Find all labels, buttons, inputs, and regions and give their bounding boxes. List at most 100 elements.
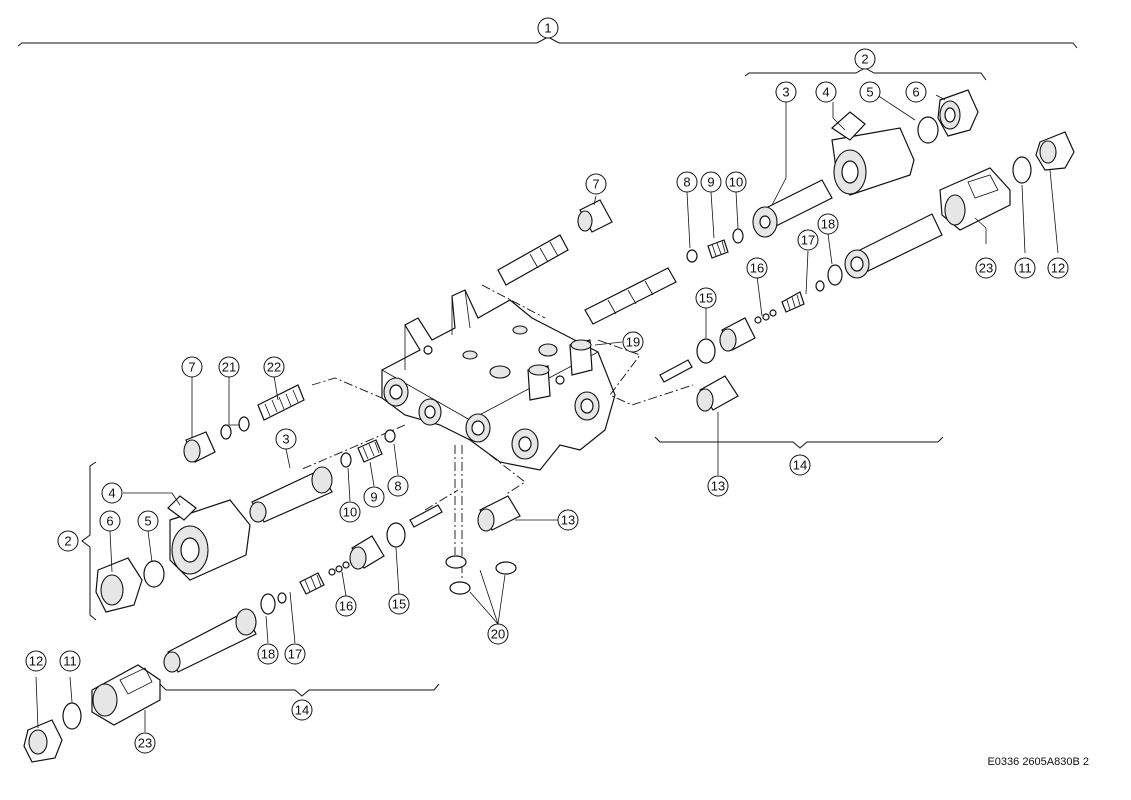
- nut-top-6: [937, 89, 979, 137]
- cartridge-tube-left: [163, 608, 257, 673]
- callout-10-left: 10: [339, 501, 361, 523]
- callout-8-right: 8: [676, 171, 698, 193]
- callout-11-left: 11: [59, 650, 81, 672]
- svg-text:7: 7: [188, 360, 195, 375]
- fitting-19-b: [527, 364, 551, 401]
- callout-12-right: 12: [1047, 257, 1069, 279]
- fitting-19-a: [569, 339, 593, 376]
- oring-15-left: [386, 522, 406, 548]
- svg-text:10: 10: [343, 505, 357, 520]
- svg-text:16: 16: [339, 599, 353, 614]
- oring-20-c: [495, 561, 517, 575]
- callout-14-left: 14: [291, 699, 313, 721]
- svg-text:15: 15: [699, 291, 713, 306]
- callout-23-right: 23: [975, 257, 997, 279]
- svg-text:15: 15: [392, 597, 406, 612]
- svg-text:13: 13: [711, 479, 725, 494]
- nut-6-left: [95, 557, 143, 613]
- axis-line-upper-plug: [481, 284, 546, 319]
- leader-lines: [35, 94, 1059, 732]
- svg-text:3: 3: [782, 85, 789, 100]
- bracket-cartridge-right: [654, 436, 944, 449]
- callout-7-upper: 7: [585, 173, 607, 195]
- svg-text:1: 1: [544, 21, 551, 36]
- callout-3-left: 3: [275, 428, 297, 450]
- spring-9-left: [357, 439, 383, 463]
- svg-text:11: 11: [1018, 261, 1032, 276]
- svg-text:9: 9: [370, 490, 377, 505]
- seat-left: [349, 535, 385, 570]
- oring-15-right: [696, 338, 716, 364]
- callout-13-right: 13: [707, 475, 729, 497]
- callout-17-left: 17: [284, 643, 306, 665]
- callout-11-right: 11: [1014, 257, 1036, 279]
- callout-10-right: 10: [725, 171, 747, 193]
- spool-upper-long: [497, 234, 569, 286]
- svg-text:21: 21: [222, 360, 236, 375]
- oring-10-left: [340, 452, 352, 468]
- callout-7-left: 7: [181, 356, 203, 378]
- spool-upper: [584, 267, 677, 325]
- callout-6-left: 6: [99, 510, 121, 532]
- oring-18-left: [260, 593, 276, 615]
- svg-text:13: 13: [561, 513, 575, 528]
- svg-text:22: 22: [267, 360, 281, 375]
- callout-6-top: 6: [905, 81, 927, 103]
- svg-text:4: 4: [822, 85, 829, 100]
- cartridge-tube-right: [844, 213, 943, 279]
- callout-13-lower: 13: [557, 509, 579, 531]
- bracket-solenoid-left: [81, 461, 97, 621]
- oring-17-right: [815, 280, 825, 292]
- svg-text:20: 20: [491, 627, 505, 642]
- svg-text:2: 2: [861, 52, 868, 67]
- svg-text:2: 2: [64, 534, 71, 549]
- svg-text:19: 19: [626, 335, 640, 350]
- callout-22: 22: [263, 356, 285, 378]
- axis-line-right-spool: [597, 339, 694, 406]
- svg-text:6: 6: [106, 514, 113, 529]
- svg-text:23: 23: [979, 261, 993, 276]
- callout-18-left: 18: [257, 643, 279, 665]
- bracket-cartridge-left: [159, 683, 440, 697]
- svg-text:6: 6: [912, 85, 919, 100]
- bracket-assembly-1: [17, 36, 1078, 49]
- callout-15-right: 15: [695, 287, 717, 309]
- oring-21-a: [220, 424, 232, 440]
- svg-text:4: 4: [108, 486, 115, 501]
- callout-3-top: 3: [775, 81, 797, 103]
- axis-line-left-spring: [311, 377, 383, 399]
- balls-16-left: [328, 561, 350, 576]
- oring-20-a: [445, 555, 467, 569]
- spring-9-right: [707, 239, 729, 259]
- callout-5-left: 5: [137, 510, 159, 532]
- oring-11-left: [62, 702, 82, 730]
- solenoid-tube-top: [752, 179, 833, 238]
- washer-8-left: [384, 429, 396, 443]
- svg-text:9: 9: [707, 175, 714, 190]
- balls-16-right: [754, 309, 777, 324]
- oring-21-b: [238, 416, 250, 432]
- oring-right-11: [1012, 156, 1032, 184]
- spring-17-left: [299, 572, 325, 595]
- callout-1: 1: [537, 17, 559, 39]
- svg-text:5: 5: [144, 514, 151, 529]
- valve-body: [381, 289, 616, 471]
- callout-19: 19: [622, 331, 644, 353]
- solenoid-coil-left: [167, 495, 251, 581]
- oring-top-5: [917, 116, 939, 144]
- axis-line-lower-seat: [424, 489, 459, 511]
- callout-12-left: 12: [25, 650, 47, 672]
- oring-18-right: [827, 264, 843, 286]
- nut-12-left: [23, 719, 63, 763]
- solenoid-coil-top: [831, 111, 915, 196]
- callout-5-top: 5: [859, 81, 881, 103]
- document-code: E0336 2605A830B 2: [987, 756, 1089, 768]
- svg-text:23: 23: [138, 736, 152, 751]
- pin-left: [409, 504, 443, 528]
- svg-text:12: 12: [29, 654, 43, 669]
- callout-15-left: 15: [388, 593, 410, 615]
- cartridge-sleeve-right: [939, 167, 1011, 231]
- svg-text:12: 12: [1051, 261, 1065, 276]
- svg-text:11: 11: [63, 654, 77, 669]
